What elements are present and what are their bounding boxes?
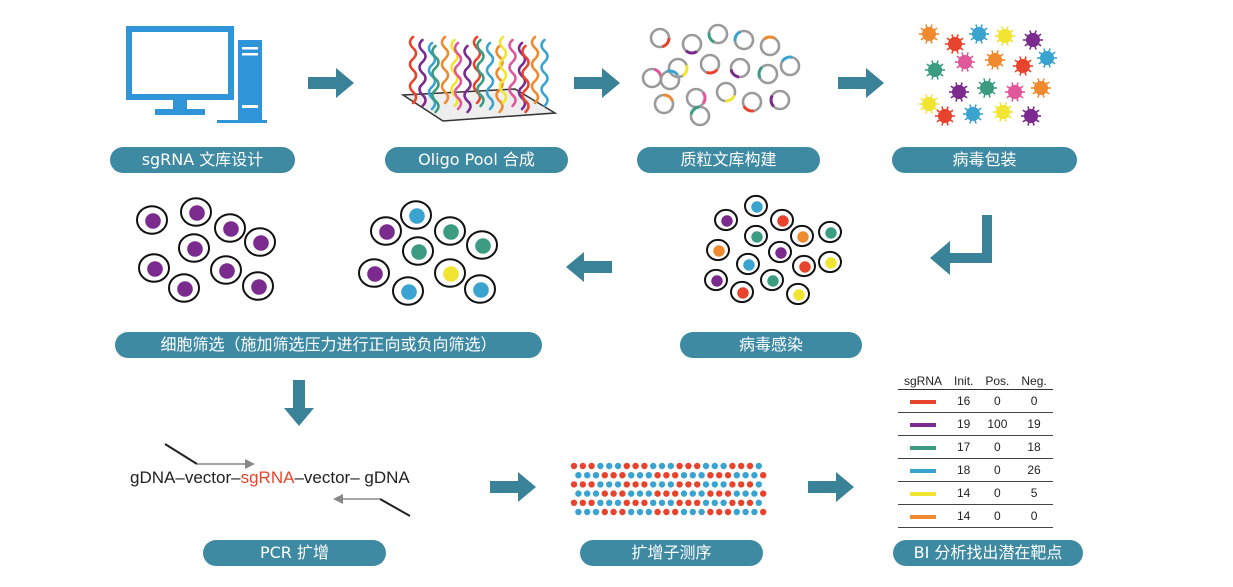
cell-neg: 0 bbox=[1015, 504, 1053, 528]
sgrna-color-swatch bbox=[910, 445, 936, 450]
arrow-down-icon bbox=[284, 380, 314, 426]
step-label-sgrna-design: sgRNA 文库设计 bbox=[110, 147, 295, 173]
mixed-cells-icon bbox=[358, 200, 498, 306]
gdna-left-label: gDNA bbox=[130, 468, 176, 487]
gdna-right-label: gDNA bbox=[364, 468, 410, 487]
vector-left-label: vector bbox=[184, 468, 232, 487]
step-label-sequencing: 扩增子测序 bbox=[580, 540, 763, 566]
arrow-right-icon bbox=[574, 68, 620, 98]
cell-init: 14 bbox=[948, 504, 980, 528]
vector-right-label: vector bbox=[303, 468, 351, 487]
arrow-right-icon bbox=[308, 68, 354, 98]
col-header-neg: Neg. bbox=[1015, 372, 1053, 390]
sequencing-reads-icon bbox=[570, 462, 767, 516]
arrow-turn-down-left-icon bbox=[930, 215, 992, 275]
cell-init: 17 bbox=[948, 435, 980, 459]
table-row: 18 0 26 bbox=[898, 458, 1053, 482]
results-table-header: sgRNA Init. Pos. Neg. bbox=[898, 372, 1053, 390]
step-label-cell-selection: 细胞筛选（施加筛选压力进行正向或负向筛选） bbox=[115, 332, 542, 358]
cell-neg: 26 bbox=[1015, 458, 1053, 482]
cell-init: 16 bbox=[948, 389, 980, 413]
sgrna-label: sgRNA bbox=[240, 468, 295, 487]
sgrna-color-swatch bbox=[910, 514, 936, 519]
cell-pos: 0 bbox=[979, 504, 1016, 528]
step-label-plasmid-library: 质粒文库构建 bbox=[637, 147, 820, 173]
cell-init: 18 bbox=[948, 458, 980, 482]
plasmid-library-icon bbox=[641, 23, 801, 127]
cell-pos: 100 bbox=[979, 412, 1016, 436]
cell-neg: 5 bbox=[1015, 481, 1053, 505]
table-row: 14 0 5 bbox=[898, 481, 1053, 505]
step-label-virus-packaging: 病毒包装 bbox=[892, 147, 1077, 173]
selected-cells-icon bbox=[136, 197, 276, 303]
primer-arrows-icon bbox=[164, 443, 411, 517]
sgrna-color-swatch bbox=[910, 468, 936, 473]
results-table: sgRNA Init. Pos. Neg. 16 0 0 19 100 19 1… bbox=[898, 372, 1053, 528]
step-label-pcr: PCR 扩增 bbox=[203, 540, 386, 566]
step-label-oligo-pool: Oligo Pool 合成 bbox=[385, 147, 568, 173]
cell-pos: 0 bbox=[979, 481, 1016, 505]
cell-neg: 18 bbox=[1015, 435, 1053, 459]
arrow-right-icon bbox=[490, 472, 536, 502]
col-header-init: Init. bbox=[948, 372, 980, 390]
cell-pos: 0 bbox=[979, 435, 1016, 459]
infected-cells-icon bbox=[704, 194, 842, 306]
cell-init: 19 bbox=[948, 412, 980, 436]
sgrna-color-swatch bbox=[910, 422, 936, 427]
arrow-right-icon bbox=[808, 472, 854, 502]
table-row: 16 0 0 bbox=[898, 389, 1053, 413]
col-header-sgrna: sgRNA bbox=[898, 372, 949, 390]
sgrna-color-swatch bbox=[910, 491, 936, 496]
step-label-virus-infection: 病毒感染 bbox=[680, 332, 862, 358]
cell-pos: 0 bbox=[979, 458, 1016, 482]
table-row: 17 0 18 bbox=[898, 435, 1053, 459]
table-row: 14 0 0 bbox=[898, 504, 1053, 528]
table-row: 19 100 19 bbox=[898, 412, 1053, 436]
step-label-bi-analysis: BI 分析找出潜在靶点 bbox=[893, 540, 1083, 566]
cell-pos: 0 bbox=[979, 389, 1016, 413]
construct-sequence: gDNA–vector–sgRNA–vector– gDNA bbox=[130, 468, 410, 487]
arrow-left-icon bbox=[566, 252, 612, 282]
virus-particles-icon bbox=[919, 24, 1057, 126]
cell-neg: 19 bbox=[1015, 412, 1053, 436]
col-header-pos: Pos. bbox=[979, 372, 1016, 390]
arrow-right-icon bbox=[838, 68, 884, 98]
oligo-pool-icon bbox=[400, 35, 558, 122]
computer-icon bbox=[126, 26, 267, 123]
cell-init: 14 bbox=[948, 481, 980, 505]
cell-neg: 0 bbox=[1015, 389, 1053, 413]
sgrna-color-swatch bbox=[910, 399, 936, 404]
